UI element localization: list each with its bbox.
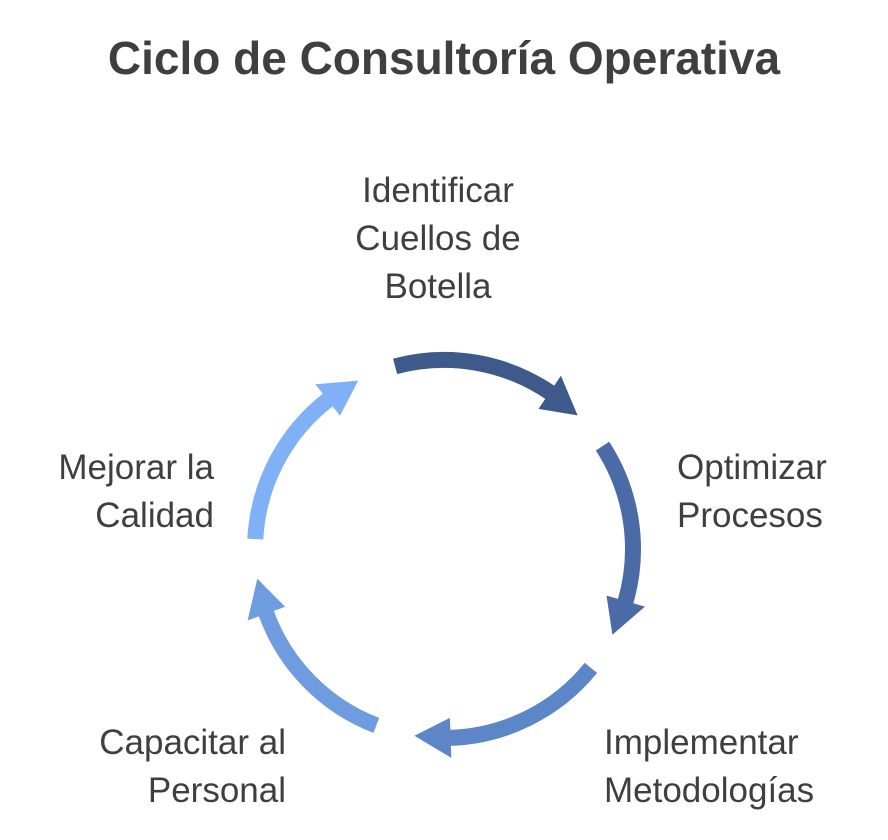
step-label-optimizar: Optimizar Procesos	[677, 448, 827, 535]
cycle-arrow-3	[448, 662, 598, 746]
cycle-arrowhead-5	[315, 380, 359, 416]
cycle-arrow-1	[393, 352, 556, 400]
cycle-arrow-5	[247, 392, 334, 540]
cycle-arrowhead-2	[606, 595, 645, 635]
cycle-arrow-4	[258, 609, 380, 733]
cycle-arrow-2	[595, 441, 641, 605]
cycle-arrowhead-4	[247, 578, 286, 621]
cycle-arrowhead-3	[414, 717, 452, 758]
step-label-capacitar: Capacitar al Personal	[99, 723, 286, 810]
step-label-implementar: Implementar Metodologías	[604, 723, 815, 810]
step-label-identificar: Identificar Cuellos de Botella	[355, 171, 521, 306]
diagram-title: Ciclo de Consultoría Operativa	[107, 32, 781, 84]
step-label-mejorar: Mejorar la Calidad	[58, 448, 214, 535]
cycle-arrowhead-1	[538, 375, 578, 416]
